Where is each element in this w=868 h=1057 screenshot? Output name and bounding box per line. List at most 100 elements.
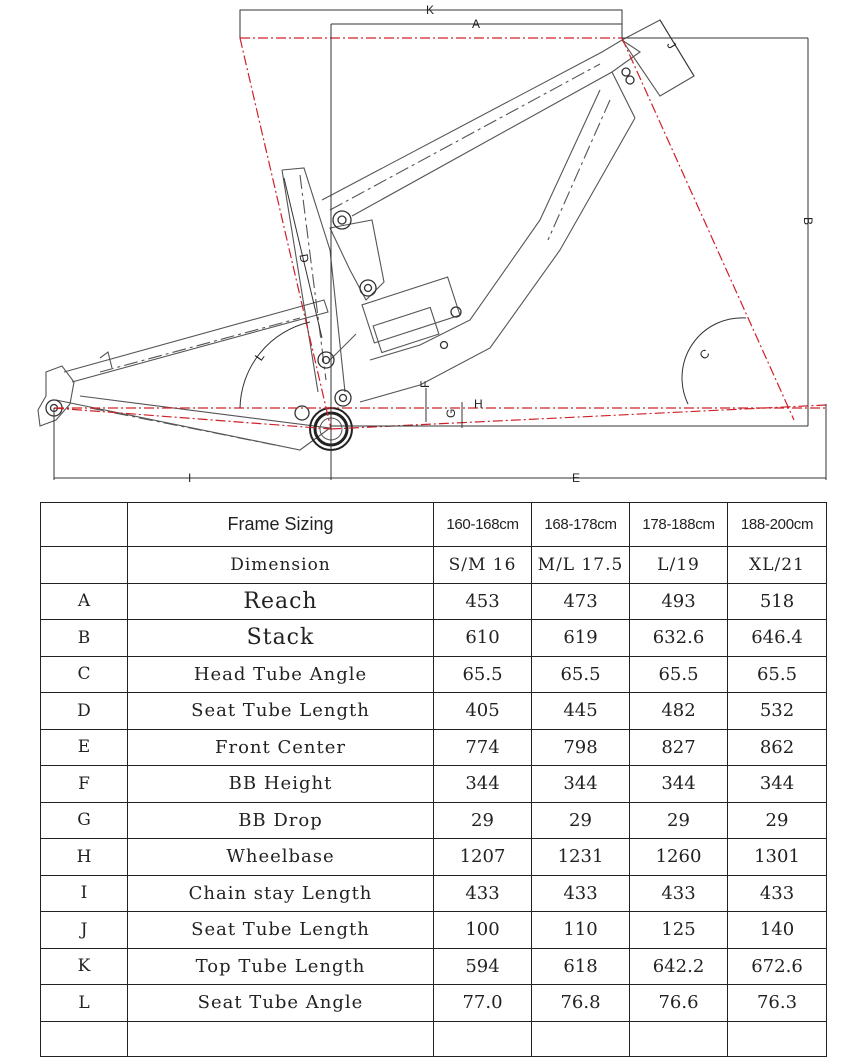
- row-code: K: [40, 947, 128, 985]
- row-name: Seat Tube Length: [127, 692, 434, 730]
- row-value: 532: [727, 692, 827, 730]
- row-value: 1260: [629, 838, 728, 876]
- row-value: 433: [433, 874, 532, 912]
- row-value: 672.6: [727, 947, 827, 985]
- label-J: J: [664, 39, 679, 51]
- frame-sizing-table: Frame Sizing 160-168cm 168-178cm 178-188…: [40, 502, 827, 1057]
- label-I: I: [188, 471, 191, 485]
- row-code: C: [40, 655, 128, 693]
- row-code: L: [40, 984, 128, 1022]
- row-value: 632.6: [629, 619, 728, 657]
- row-name: Reach: [127, 582, 434, 620]
- label-A: A: [472, 17, 480, 31]
- row-value: 518: [727, 582, 827, 620]
- row-value: 473: [531, 582, 630, 620]
- height-range: 178-188cm: [629, 502, 728, 547]
- row-value: 344: [629, 765, 728, 803]
- dimension-label: Dimension: [127, 546, 434, 584]
- row-value: 482: [629, 692, 728, 730]
- row-name: Head Tube Angle: [127, 655, 434, 693]
- empty-cell: [531, 1020, 630, 1057]
- size-label: S/M 16: [433, 546, 532, 584]
- row-value: 433: [629, 874, 728, 912]
- row-value: 344: [433, 765, 532, 803]
- row-value: 110: [531, 911, 630, 949]
- row-value: 76.3: [727, 984, 827, 1022]
- row-value: 798: [531, 728, 630, 766]
- row-value: 65.5: [531, 655, 630, 693]
- row-value: 29: [727, 801, 827, 839]
- row-value: 140: [727, 911, 827, 949]
- row-value: 76.6: [629, 984, 728, 1022]
- row-name: Front Center: [127, 728, 434, 766]
- size-label: L/19: [629, 546, 728, 584]
- row-name: Seat Tube Length: [127, 911, 434, 949]
- label-E: E: [572, 471, 580, 485]
- row-value: 1207: [433, 838, 532, 876]
- row-name: Stack: [127, 619, 434, 657]
- row-name: Top Tube Length: [127, 947, 434, 985]
- row-code: I: [40, 874, 128, 912]
- row-value: 433: [727, 874, 827, 912]
- row-value: 344: [727, 765, 827, 803]
- row-value: 65.5: [727, 655, 827, 693]
- row-value: 125: [629, 911, 728, 949]
- row-value: 29: [433, 801, 532, 839]
- row-code: F: [40, 765, 128, 803]
- row-name: Wheelbase: [127, 838, 434, 876]
- row-code: J: [40, 911, 128, 949]
- height-range: 168-178cm: [531, 502, 630, 547]
- row-value: 344: [531, 765, 630, 803]
- label-K: K: [426, 3, 434, 17]
- row-value: 405: [433, 692, 532, 730]
- label-H: H: [474, 397, 483, 411]
- geometry-lines: [53, 37, 827, 430]
- row-value: 29: [531, 801, 630, 839]
- height-range: 188-200cm: [727, 502, 827, 547]
- row-code: H: [40, 838, 128, 876]
- row-value: 1231: [531, 838, 630, 876]
- row-value: 433: [531, 874, 630, 912]
- header-row: Frame Sizing 160-168cm 168-178cm 178-188…: [40, 502, 827, 547]
- row-value: 100: [433, 911, 532, 949]
- empty-cell: [127, 1020, 434, 1057]
- row-value: 774: [433, 728, 532, 766]
- row-code: D: [40, 692, 128, 730]
- dimension-labels: K A B C D E F G H I J L: [188, 3, 815, 485]
- table-title: Frame Sizing: [127, 502, 434, 547]
- label-B: B: [801, 217, 815, 225]
- row-value: 76.8: [531, 984, 630, 1022]
- label-G: G: [444, 409, 458, 418]
- empty-cell: [727, 1020, 827, 1057]
- row-name: Seat Tube Angle: [127, 984, 434, 1022]
- row-value: 453: [433, 582, 532, 620]
- row-value: 493: [629, 582, 728, 620]
- row-value: 445: [531, 692, 630, 730]
- size-row: Dimension S/M 16 M/L 17.5 L/19 XL/21: [40, 546, 827, 584]
- row-value: 827: [629, 728, 728, 766]
- row-value: 65.5: [433, 655, 532, 693]
- row-name: Chain stay Length: [127, 874, 434, 912]
- corner-cell: [40, 546, 128, 584]
- row-name: BB Drop: [127, 801, 434, 839]
- empty-cell: [40, 1020, 128, 1057]
- row-value: 610: [433, 619, 532, 657]
- label-D: D: [296, 253, 311, 264]
- row-value: 77.0: [433, 984, 532, 1022]
- row-value: 642.2: [629, 947, 728, 985]
- row-value: 594: [433, 947, 532, 985]
- row-value: 1301: [727, 838, 827, 876]
- row-code: E: [40, 728, 128, 766]
- label-C: C: [697, 346, 713, 363]
- size-label: XL/21: [727, 546, 827, 584]
- pivot-bearings: [45, 67, 635, 421]
